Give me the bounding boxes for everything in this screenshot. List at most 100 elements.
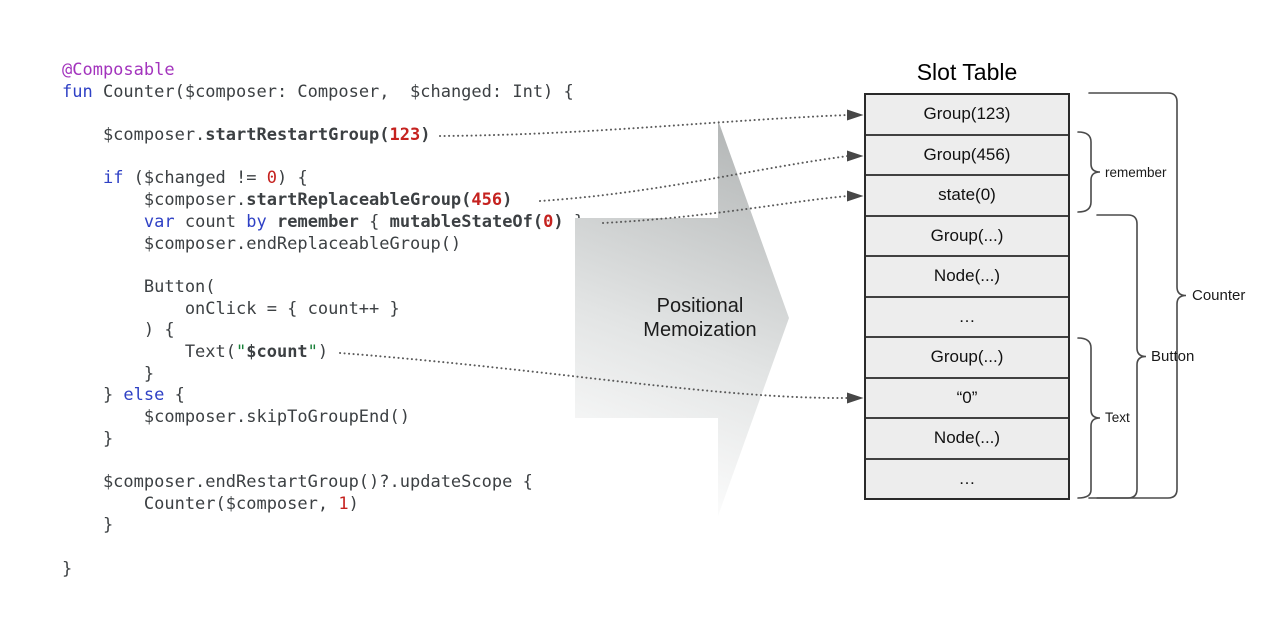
slot-row: Node(...): [866, 257, 1068, 298]
code-segment: }: [62, 428, 114, 449]
code-line: if ($changed != 0) {: [62, 168, 584, 190]
arrowhead-icon: [847, 392, 864, 404]
slot-row: Group(...): [866, 338, 1068, 379]
brace-label-remember: remember: [1105, 165, 1167, 180]
code-line: fun Counter($composer: Composer, $change…: [62, 82, 584, 104]
code-line: Counter($composer, 1): [62, 494, 584, 516]
code-segment: ): [553, 211, 564, 232]
code-line: $composer.skipToGroupEnd(): [62, 407, 584, 429]
code-segment: }: [62, 363, 155, 384]
brace-remember: [1077, 131, 1101, 213]
code-segment: }: [563, 211, 585, 232]
slot-row: state(0): [866, 176, 1068, 217]
code-line: }: [62, 364, 584, 386]
slot-table: Group(123)Group(456)state(0)Group(...)No…: [864, 93, 1070, 500]
code-line: [62, 255, 584, 277]
slot-row: Group(456): [866, 136, 1068, 176]
brace-button: [1096, 214, 1147, 499]
connector-remember-line: [602, 195, 849, 224]
code-segment: [62, 168, 103, 188]
code-segment: if: [102, 168, 124, 189]
code-segment: ($changed !=: [123, 168, 267, 189]
code-segment: ): [348, 493, 359, 514]
code-line: Button(: [62, 277, 584, 299]
code-segment: @Composable: [62, 60, 175, 80]
code-line: $composer.endRestartGroup()?.updateScope…: [62, 472, 584, 494]
code-line: var count by remember { mutableStateOf(0…: [62, 212, 584, 234]
code-segment: onClick = { count++ }: [62, 298, 400, 319]
code-segment: $composer.: [62, 125, 206, 146]
code-line: onClick = { count++ }: [62, 299, 584, 321]
code-segment: Counter($composer: Composer, $changed: I…: [92, 81, 574, 102]
arrowhead-icon: [847, 109, 864, 121]
arrowhead-icon: [847, 190, 864, 202]
code-segment: 123: [389, 125, 421, 146]
code-segment: startReplaceableGroup(: [246, 190, 472, 211]
slot-table-title: Slot Table: [916, 59, 1018, 85]
code-segment: 0: [543, 211, 554, 232]
code-segment: 1: [338, 493, 349, 514]
code-line: @Composable: [62, 60, 584, 82]
slot-row: …: [958, 468, 976, 488]
connector-startreplaceablegroup-line: [539, 155, 849, 202]
code-line: } else {: [62, 385, 584, 407]
brace-label-text: Text: [1105, 410, 1130, 425]
slot-row: …: [866, 298, 1068, 338]
code-segment: }: [62, 385, 124, 406]
code-line: Text("$count"): [62, 342, 584, 364]
brace-counter: [1088, 92, 1187, 499]
code-segment: $composer.skipToGroupEnd(): [62, 407, 410, 427]
code-segment: ): [420, 125, 431, 146]
code-segment: fun: [62, 81, 93, 102]
code-line: }: [62, 429, 584, 451]
arrow-label-line2: Memoization: [643, 319, 757, 341]
code-segment: }: [62, 515, 114, 536]
brace-label-counter: Counter: [1192, 287, 1246, 304]
code-segment: else: [123, 385, 165, 406]
slot-row: Group(123): [866, 95, 1068, 136]
brace-label-button: Button: [1151, 348, 1195, 365]
code-segment: by: [246, 211, 267, 232]
slot-row: Group(...): [866, 217, 1068, 257]
slot-row: Node(...): [866, 419, 1068, 460]
code-segment: ) {: [62, 320, 175, 341]
code-segment: $composer.: [62, 190, 247, 211]
code-line: $composer.startRestartGroup(123): [62, 125, 584, 147]
code-segment: $composer.endRestartGroup()?.updateScope…: [62, 472, 533, 493]
code-segment: }: [62, 558, 73, 579]
code-segment: ": [236, 341, 247, 362]
code-segment: $composer.endReplaceableGroup(): [62, 233, 462, 254]
code-line: [62, 450, 584, 472]
code-segment: Counter($composer,: [62, 493, 339, 514]
code-segment: remember: [277, 211, 359, 232]
code-segment: mutableStateOf(: [389, 211, 544, 232]
arrow-label: Positional Memoization: [600, 294, 800, 342]
arrow-label-line1: Positional: [656, 295, 744, 317]
code-segment: var: [143, 211, 175, 232]
code-segment: 456: [471, 190, 503, 211]
code-segment: 0: [266, 168, 277, 189]
code-segment: $count: [246, 341, 308, 362]
code-segment: {: [358, 211, 390, 232]
code-segment: startRestartGroup(: [205, 125, 390, 146]
code-segment: {: [164, 385, 185, 406]
code-line: $composer.endReplaceableGroup(): [62, 234, 584, 256]
code-segment: ) {: [276, 168, 308, 189]
code-line: }: [62, 559, 584, 581]
code-segment: [62, 212, 144, 232]
slot-row: “0”: [866, 379, 1068, 419]
code-segment: [267, 212, 277, 232]
code-segment: Button(: [62, 276, 216, 297]
code-line: }: [62, 515, 584, 537]
code-segment: ": [307, 341, 318, 362]
code-segment: Text(: [62, 341, 236, 362]
code-line: [62, 537, 584, 559]
arrowhead-icon: [847, 150, 864, 162]
code-segment: ): [317, 341, 329, 362]
code-segment: count: [174, 211, 247, 232]
code-line: $composer.startReplaceableGroup(456): [62, 190, 584, 212]
code-line: ) {: [62, 320, 584, 342]
brace-text: [1077, 337, 1101, 499]
